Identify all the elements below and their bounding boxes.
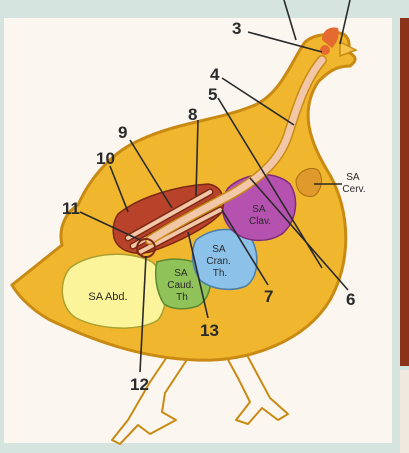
eye — [320, 45, 330, 55]
label-9: 9 — [118, 123, 127, 142]
label-3: 3 — [232, 19, 241, 38]
label-11: 11 — [62, 199, 80, 218]
label-abdominal-sac: SA Abd. — [88, 291, 127, 303]
label-7: 7 — [264, 287, 273, 306]
label-clavicular-sac: SA Clav. — [249, 204, 271, 227]
label-8: 8 — [188, 105, 197, 124]
clavicular-sac-line-2: Clav. — [249, 216, 271, 227]
side-band — [400, 18, 409, 366]
label-5: 5 — [208, 85, 217, 104]
cranial-thoracic-sac-line-1: SA — [212, 244, 226, 255]
label-12: 12 — [130, 375, 149, 394]
cervical-sac-line-2: Cerv. — [342, 184, 365, 195]
label-10: 10 — [96, 149, 115, 168]
label-4: 4 — [210, 65, 220, 84]
label-13: 13 — [200, 321, 219, 340]
clavicular-sac-line-1: SA — [252, 204, 266, 215]
cervical-sac-line-1: SA — [346, 172, 360, 183]
cranial-thoracic-sac-line-2: Cran. — [206, 256, 230, 267]
label-6: 6 — [346, 290, 355, 309]
side-band-lower — [400, 370, 409, 453]
caudal-thoracic-sac-line-1: SA — [174, 268, 188, 279]
cranial-thoracic-sac-line-3: Th. — [213, 268, 227, 279]
caudal-thoracic-sac-line-2: Caud. — [167, 280, 194, 291]
caudal-thoracic-sac-line-3: Th — [176, 292, 188, 303]
